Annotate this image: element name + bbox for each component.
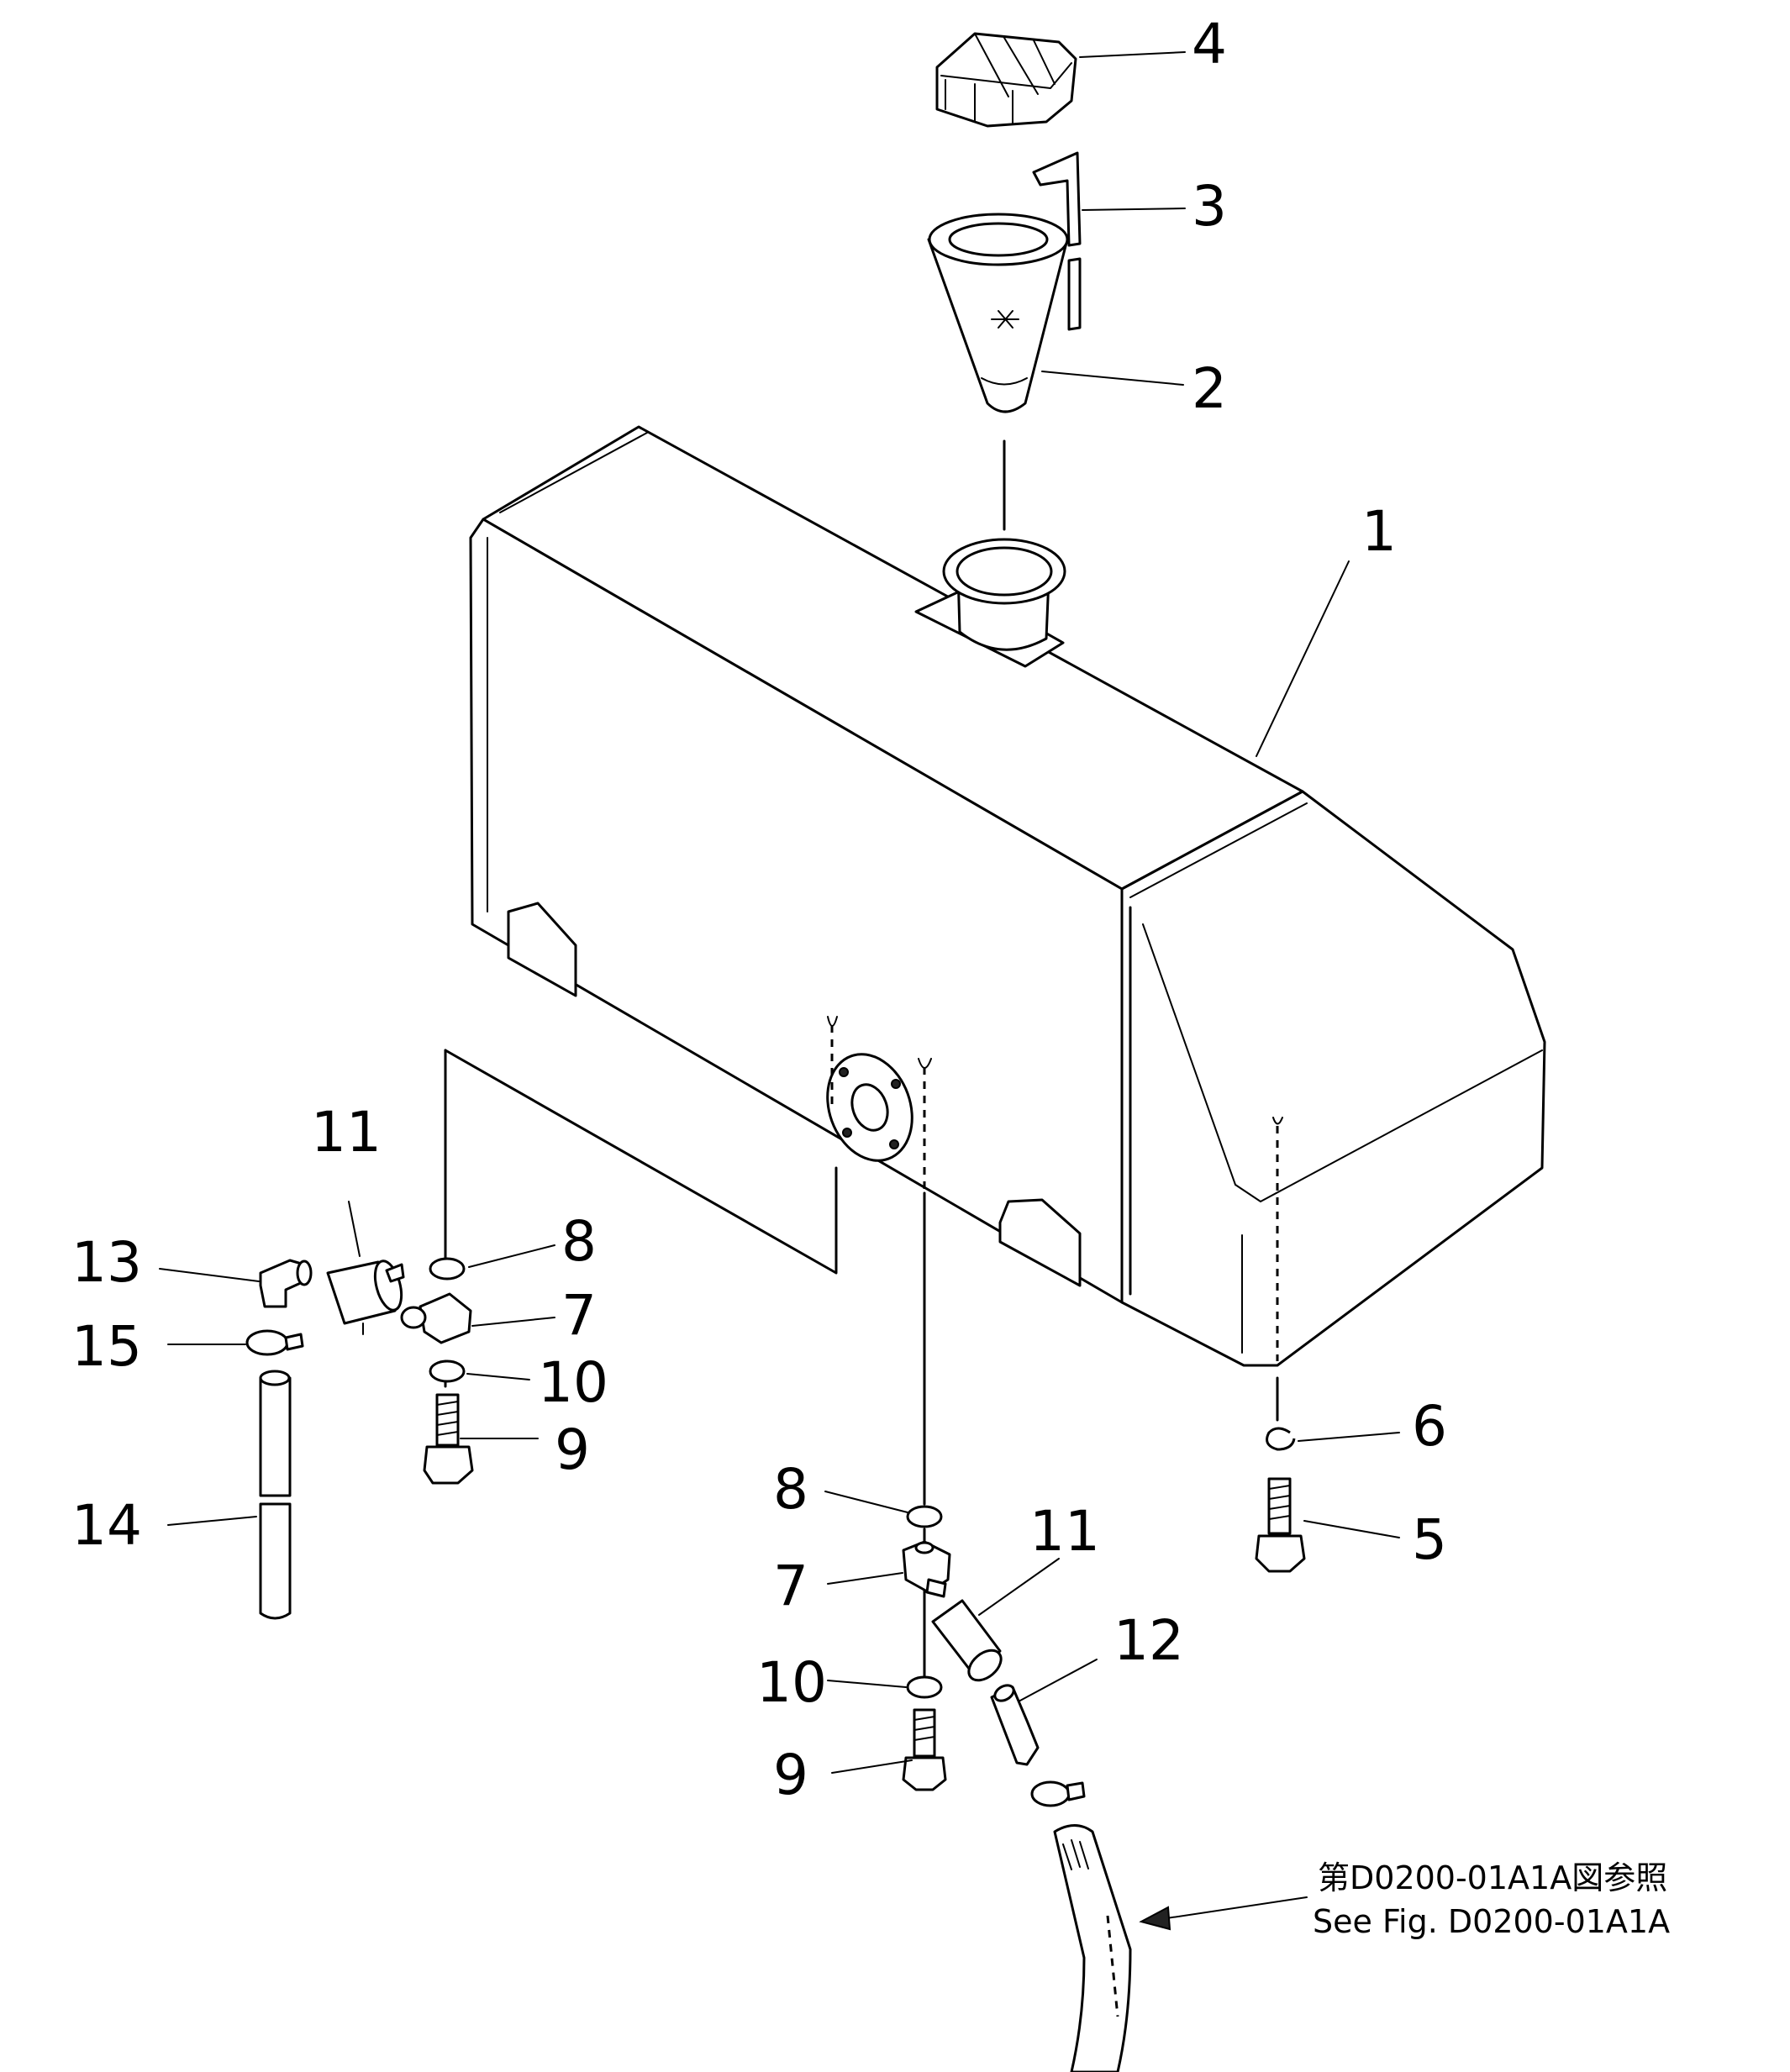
hook-b <box>918 1058 932 1069</box>
callout-2: 2 <box>1192 356 1227 421</box>
level-gauge <box>1032 151 1082 331</box>
callout-4: 4 <box>1192 12 1227 76</box>
right-bolt-group <box>1255 1427 1306 1573</box>
callout-labels: 4 3 2 1 11 13 8 7 15 10 9 14 6 5 8 11 7 … <box>71 12 1447 1807</box>
callout-8: 8 <box>561 1209 597 1274</box>
callout-11: 11 <box>311 1100 382 1165</box>
callout-11: 11 <box>1029 1499 1100 1564</box>
section-outline <box>444 1049 838 1275</box>
callout-14: 14 <box>71 1493 142 1558</box>
reference-note: 第D0200-01A1A図参照 See Fig. D0200-01A1A <box>1313 1859 1670 1940</box>
callout-6: 6 <box>1412 1394 1447 1459</box>
filler-strainer <box>927 213 1069 413</box>
fuel-tank <box>469 425 1546 1367</box>
callout-10: 10 <box>538 1350 608 1415</box>
callout-12: 12 <box>1113 1608 1184 1673</box>
callout-9: 9 <box>555 1417 590 1482</box>
left-fitting-group <box>245 1257 474 1620</box>
filler-cap <box>935 32 1077 128</box>
callout-7: 7 <box>773 1554 808 1618</box>
callout-8: 8 <box>773 1457 808 1522</box>
reference-note-en: See Fig. D0200-01A1A <box>1313 1903 1670 1940</box>
callout-5: 5 <box>1412 1507 1447 1572</box>
hook-a <box>827 1016 838 1027</box>
callout-3: 3 <box>1192 174 1227 239</box>
callout-9: 9 <box>773 1743 808 1807</box>
callout-13: 13 <box>71 1230 142 1295</box>
reference-note-jp: 第D0200-01A1A図参照 <box>1318 1859 1667 1896</box>
callout-15: 15 <box>71 1314 142 1379</box>
callout-10: 10 <box>756 1650 827 1715</box>
callout-7: 7 <box>561 1283 597 1348</box>
lower-fitting-group <box>902 1505 1132 2072</box>
leader-lines <box>159 51 1400 1931</box>
callout-1: 1 <box>1361 499 1397 564</box>
hook-c <box>1272 1117 1283 1125</box>
